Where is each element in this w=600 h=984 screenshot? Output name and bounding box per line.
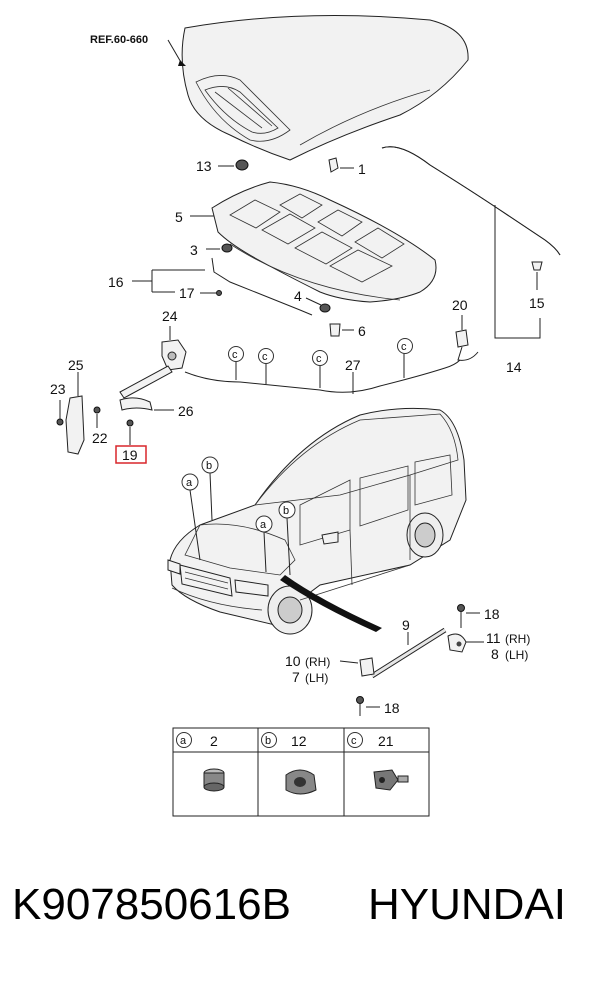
footer-caption: K907850616B HYUNDAI	[0, 880, 600, 950]
svg-text:b: b	[265, 735, 271, 747]
callout-7: 7	[292, 669, 300, 685]
callout-23: 23	[50, 381, 66, 397]
callout-18-upper: 18	[484, 606, 500, 622]
part-10-bracket	[339, 657, 375, 677]
svg-text:a: a	[180, 735, 187, 747]
circle-c-3: c	[312, 350, 328, 366]
part-27-cable	[184, 359, 461, 393]
callout-10-side: (RH)	[305, 655, 330, 669]
callout-18-lower: 18	[384, 700, 400, 716]
part-23-bolt	[56, 400, 64, 426]
ref-leader	[167, 39, 183, 65]
part-16-seal	[211, 257, 313, 316]
part-14-weatherstrip	[381, 146, 561, 256]
part-number: K907850616B	[12, 880, 291, 929]
svg-text:a: a	[186, 477, 193, 489]
circle-c-4: c	[397, 338, 413, 354]
brand-name: HYUNDAI	[368, 880, 567, 929]
part-13-clip	[218, 159, 249, 171]
part-25-bracket	[65, 372, 85, 455]
part-1-bumper	[328, 157, 354, 173]
callout-8: 8	[491, 646, 499, 662]
part-24-hood-latch	[161, 326, 187, 371]
callout-6: 6	[358, 323, 366, 339]
callout-9: 9	[402, 617, 410, 633]
svg-text:c: c	[401, 341, 407, 353]
callout-16: 16	[108, 274, 124, 290]
callout-1: 1	[358, 161, 366, 177]
circle-c-1: c	[228, 346, 244, 362]
part-11-bracket	[447, 633, 467, 653]
svg-text:b: b	[283, 505, 289, 517]
leader-14	[494, 205, 541, 339]
callout-25: 25	[68, 357, 84, 373]
legend-cell-a: a 2	[176, 732, 218, 749]
callout-19-highlight-box	[115, 445, 147, 464]
callout-15: 15	[529, 295, 545, 311]
vehicle-illustration	[167, 407, 467, 635]
circle-a-vehicle-left: a	[181, 473, 199, 491]
callout-17: 17	[179, 285, 195, 301]
callout-3: 3	[190, 242, 198, 258]
circle-c-2: c	[258, 348, 274, 364]
ref-label: REF.60-660	[90, 34, 148, 46]
part-18-bolt-upper	[457, 604, 480, 628]
callout-22: 22	[92, 430, 108, 446]
callout-24: 24	[162, 308, 178, 324]
svg-text:c: c	[232, 349, 238, 361]
svg-text:b: b	[206, 460, 212, 472]
part-3-clip	[206, 243, 233, 253]
circle-b-vehicle-left: b	[201, 456, 219, 474]
callout-26: 26	[178, 403, 194, 419]
part-15-clip	[531, 261, 543, 290]
part-19-bolt	[126, 419, 134, 445]
callout-8-side: (LH)	[505, 648, 528, 662]
part-26-rod	[119, 365, 173, 399]
callout-7-side: (LH)	[305, 671, 328, 685]
legend-cell-b: b 12	[261, 732, 307, 749]
part-22-bolt	[93, 406, 101, 428]
callout-27: 27	[345, 357, 361, 373]
part-5-insulator-pad	[211, 181, 437, 303]
legend-cell-c: c 21	[347, 732, 394, 749]
callout-10: 10	[285, 653, 301, 669]
callout-11: 11	[486, 630, 501, 646]
hood-panel	[181, 15, 469, 161]
svg-text:c: c	[351, 735, 357, 747]
legend-number-b: 12	[291, 733, 307, 749]
svg-text:a: a	[260, 519, 267, 531]
part-4-bumper	[305, 297, 331, 313]
cable-swoosh	[280, 575, 382, 632]
legend-image-c-cable-clip	[373, 769, 409, 791]
circle-b-vehicle-right: b	[278, 501, 296, 519]
legend-number-c: 21	[378, 733, 394, 749]
legend-number-a: 2	[210, 733, 218, 749]
part-17-clip	[216, 290, 222, 296]
callout-14: 14	[506, 359, 522, 375]
part-20-latch-release	[455, 315, 479, 361]
part-6-nut	[329, 323, 354, 337]
callout-11-side: (RH)	[505, 632, 530, 646]
part-9-gas-strut	[370, 627, 447, 679]
legend-image-b-grommet	[285, 769, 317, 795]
callout-13: 13	[196, 158, 212, 174]
part-18-bolt-lower	[356, 696, 380, 716]
ref-arrow	[178, 60, 186, 66]
svg-text:c: c	[316, 353, 322, 365]
callout-19: 19	[122, 447, 138, 463]
svg-text:c: c	[262, 351, 268, 363]
callout-20: 20	[452, 297, 468, 313]
legend-image-a-bumper	[203, 768, 225, 792]
callout-4: 4	[294, 288, 302, 304]
callout-5: 5	[175, 209, 183, 225]
circle-a-vehicle-right: a	[255, 515, 273, 533]
